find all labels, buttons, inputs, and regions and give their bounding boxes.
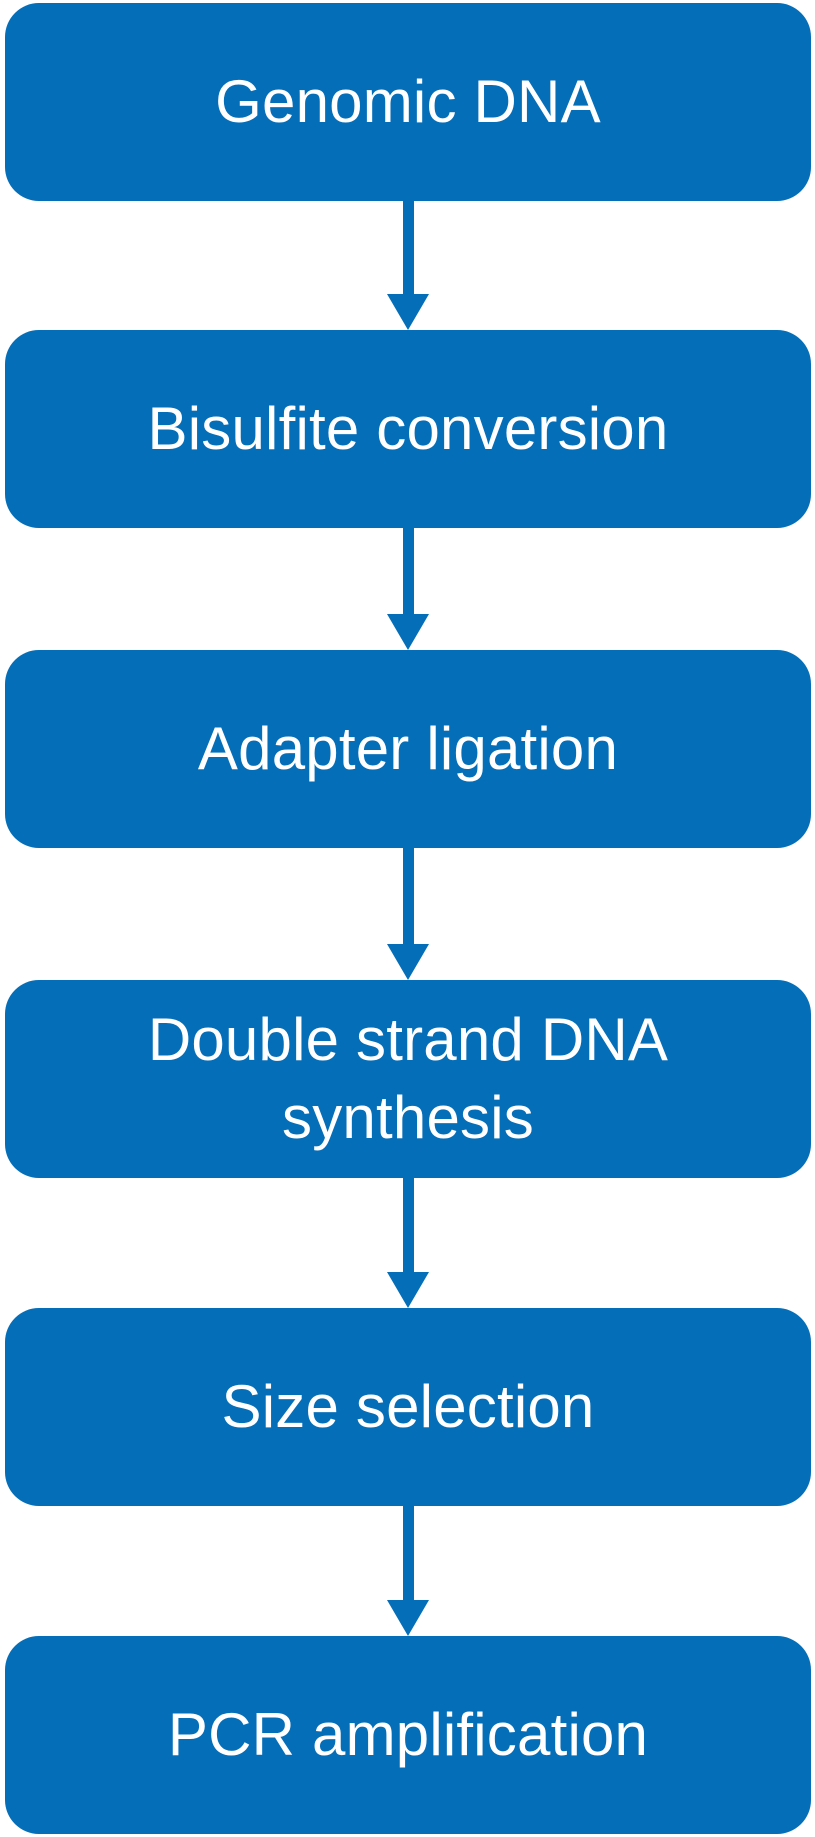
arrow-down-icon (387, 528, 429, 650)
step-adapter-ligation: Adapter ligation (5, 650, 811, 848)
step-bisulfite-conversion: Bisulfite conversion (5, 330, 811, 528)
step-size-selection: Size selection (5, 1308, 811, 1506)
arrow-down-icon (387, 1178, 429, 1308)
arrow-down-icon (387, 848, 429, 980)
arrow-down-icon (387, 1506, 429, 1636)
step-label: Double strand DNA synthesis (147, 1006, 669, 1151)
step-double-strand-dna-synthesis: Double strand DNA synthesis (5, 980, 811, 1178)
step-pcr-amplification: PCR amplification (5, 1636, 811, 1834)
step-label: Adapter ligation (197, 715, 619, 782)
arrow-down-icon (387, 201, 429, 330)
step-label: Size selection (221, 1373, 595, 1440)
step-label: PCR amplification (167, 1701, 649, 1768)
step-label: Bisulfite conversion (147, 395, 669, 462)
step-label: Genomic DNA (215, 68, 601, 135)
step-genomic-dna: Genomic DNA (5, 3, 811, 201)
